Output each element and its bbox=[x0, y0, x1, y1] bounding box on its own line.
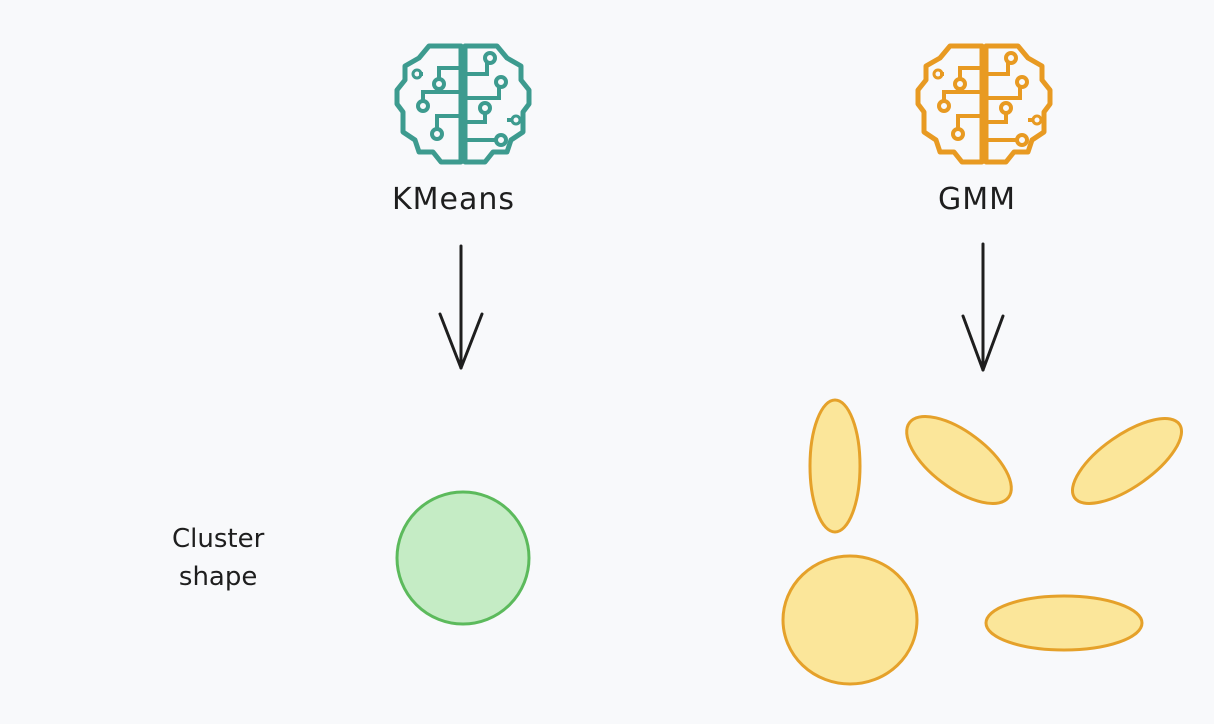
brain-circuit-icon bbox=[918, 46, 1050, 162]
kmeans-title: KMeans bbox=[392, 182, 516, 217]
gmm-cluster-group bbox=[781, 398, 1184, 686]
cluster-shape-label-line2: shape bbox=[178, 562, 258, 592]
gmm-cluster-round-ellipse bbox=[781, 554, 919, 686]
cluster-shape-label: Cluster shape bbox=[172, 520, 264, 596]
gmm-cluster-tilted-ellipse-left bbox=[905, 414, 1013, 506]
kmeans-down-arrow bbox=[438, 244, 484, 370]
gmm-down-arrow bbox=[961, 242, 1005, 372]
gmm-title: GMM bbox=[938, 182, 1017, 217]
gmm-cluster-horizontal-ellipse bbox=[984, 594, 1144, 652]
gmm-brain-icon bbox=[918, 46, 1050, 162]
gmm-cluster-tilted-ellipse-right bbox=[1070, 417, 1184, 505]
gmm-cluster-vertical-ellipse bbox=[808, 398, 862, 534]
cluster-shape-label-line1: Cluster bbox=[172, 524, 265, 554]
kmeans-cluster-circle bbox=[395, 490, 531, 626]
kmeans-brain-icon bbox=[397, 46, 529, 162]
brain-circuit-icon bbox=[397, 46, 529, 162]
